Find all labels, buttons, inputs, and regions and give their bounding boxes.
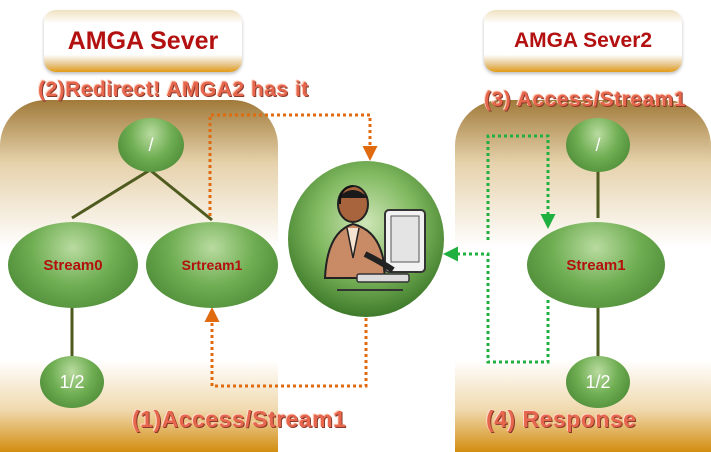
left-stream1-label: Srtream1 <box>181 257 243 273</box>
left-leaf-label: 1/2 <box>59 371 85 392</box>
left-server-title-text: AMGA Sever <box>67 26 219 55</box>
edge-root-stream1 <box>149 168 213 222</box>
step2-caption: (2)Redirect! AMGA2 has it <box>38 78 309 101</box>
right-stream1-node: Stream1 <box>527 222 665 308</box>
right-leaf-label: 1/2 <box>585 371 611 392</box>
right-leaf-node: 1/2 <box>566 356 630 408</box>
left-root-label: / <box>148 134 154 155</box>
client-user-icon <box>288 161 444 317</box>
arrow-step4 <box>443 246 550 364</box>
arrow-step3 <box>486 134 556 240</box>
arrow-step2 <box>208 113 378 216</box>
left-stream1-node: Srtream1 <box>146 222 278 308</box>
left-stream0-node: Stream0 <box>8 222 138 308</box>
step3-caption: (3) Access/Stream1 <box>484 88 686 111</box>
arrow-step1 <box>204 307 368 388</box>
left-leaf-node: 1/2 <box>40 356 104 408</box>
left-stream0-label: Stream0 <box>43 256 103 274</box>
right-server-title-text: AMGA Sever2 <box>513 29 653 52</box>
step1-caption: (1)Access/Stream1 <box>132 406 347 432</box>
right-server-title: AMGA Sever2 <box>484 10 682 72</box>
left-server-title: AMGA Sever <box>44 10 242 72</box>
step4-caption: (4) Response <box>486 406 637 432</box>
right-stream1-label: Stream1 <box>566 256 626 274</box>
edge-root-stream0 <box>71 168 151 220</box>
right-root-node: / <box>566 118 630 172</box>
right-root-label: / <box>595 134 601 155</box>
left-root-node: / <box>118 118 184 172</box>
